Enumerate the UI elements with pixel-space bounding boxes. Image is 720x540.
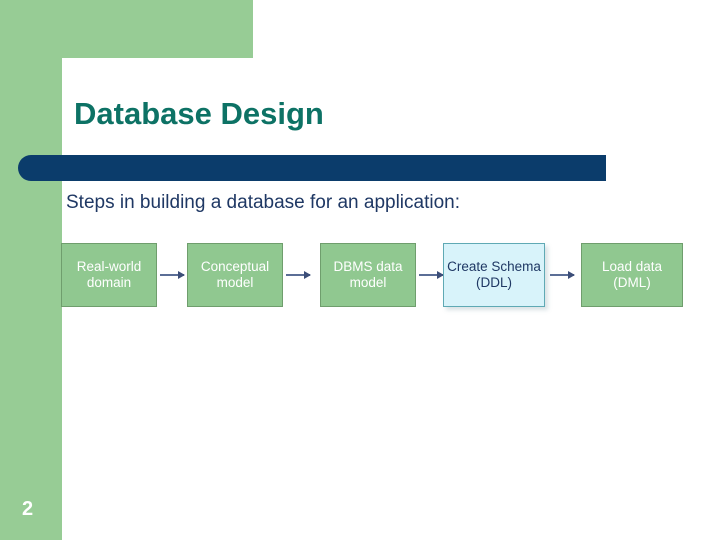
flow-step-label: DBMS data model [333,259,403,290]
flow-arrow-1 [160,270,185,279]
page-number: 2 [22,498,34,520]
flow-arrow-3 [419,270,444,279]
flow-step-label: Real-world domain [76,259,142,290]
decorative-green-top-band [0,0,253,58]
flow-step-real-world-domain: Real-world domain [61,243,157,307]
decorative-green-sidebar [0,0,62,540]
flow-arrow-2 [286,270,311,279]
decorative-navy-rule [18,155,606,181]
flow-step-create-schema-ddl: Create Schema (DDL) [443,243,545,307]
flow-step-dbms-data-model: DBMS data model [320,243,416,307]
flow-step-label: Conceptual model [200,259,270,290]
page-title: Database Design [74,96,324,131]
flow-step-conceptual-model: Conceptual model [187,243,283,307]
flow-arrow-4 [550,270,575,279]
process-flow-diagram: Real-world domain Conceptual model DBMS … [0,243,720,315]
flow-step-load-data-dml: Load data (DML) [581,243,683,307]
flow-step-label: Create Schema (DDL) [447,259,541,290]
slide-subtitle: Steps in building a database for an appl… [66,192,460,213]
flow-step-label: Load data (DML) [601,259,663,290]
